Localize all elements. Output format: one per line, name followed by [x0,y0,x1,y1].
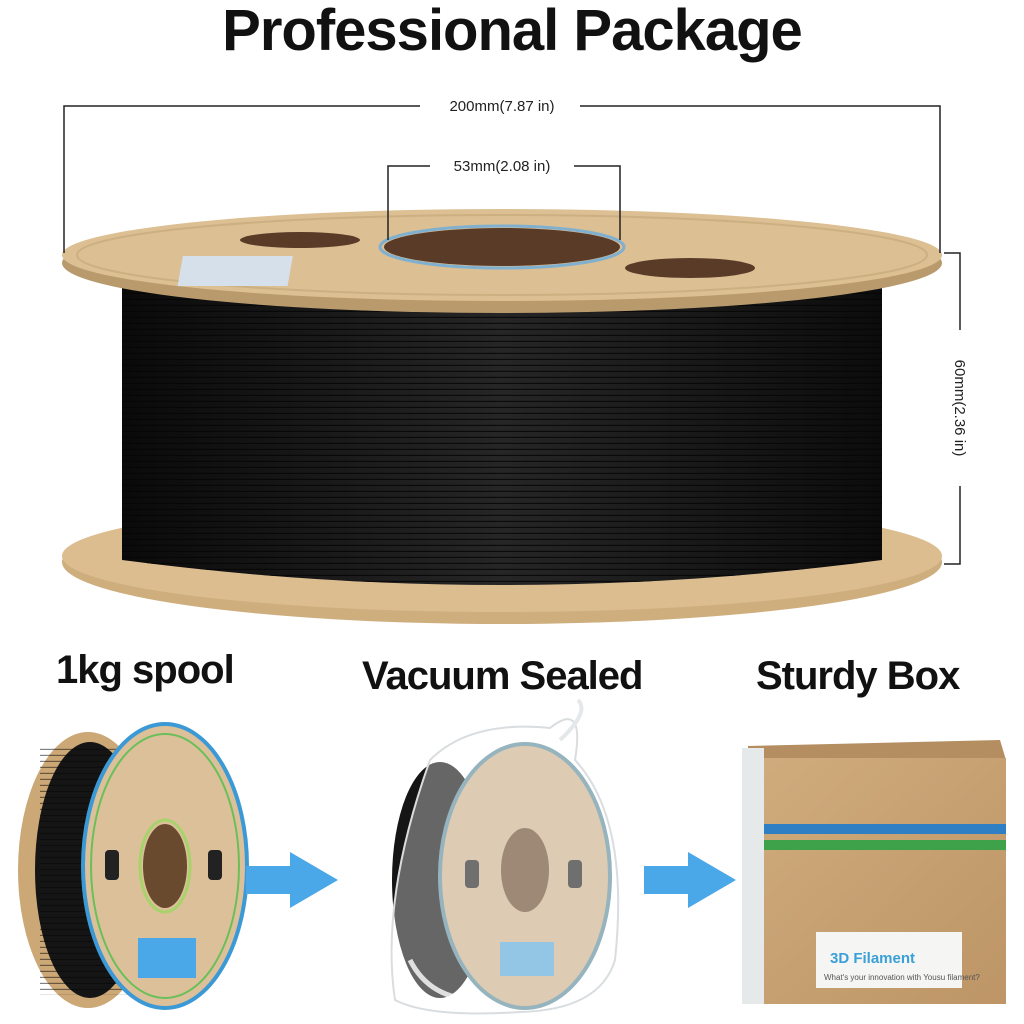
hub-hole [384,228,620,266]
arrow-icon [246,852,338,908]
sturdy-box: 3D Filament What's your innovation with … [742,740,1006,1004]
box-stripe-green [764,840,1006,850]
box-title: 3D Filament [830,950,915,967]
step-label-box: Sturdy Box [756,654,960,698]
box-label [816,932,962,988]
step-label-spool: 1kg spool [56,648,235,692]
vacuum-sealed-spool [390,698,620,1015]
main-spool [62,209,942,624]
diameter-label: 200mm(7.87 in) [449,98,554,115]
hub-label: 53mm(2.08 in) [454,158,551,175]
height-label: 60mm(2.36 in) [951,360,968,457]
dimension-lines [63,105,961,565]
step-label-vacuum: Vacuum Sealed [362,654,643,698]
box-stripe-blue [764,824,1006,834]
spool-sticker [177,256,293,286]
box-subtitle: What's your innovation with Yousu filame… [824,973,980,982]
arrow-icon-2 [644,852,736,908]
page-title: Professional Package [222,0,803,63]
plastic-bag [390,718,620,1015]
small-spool [18,722,249,1010]
